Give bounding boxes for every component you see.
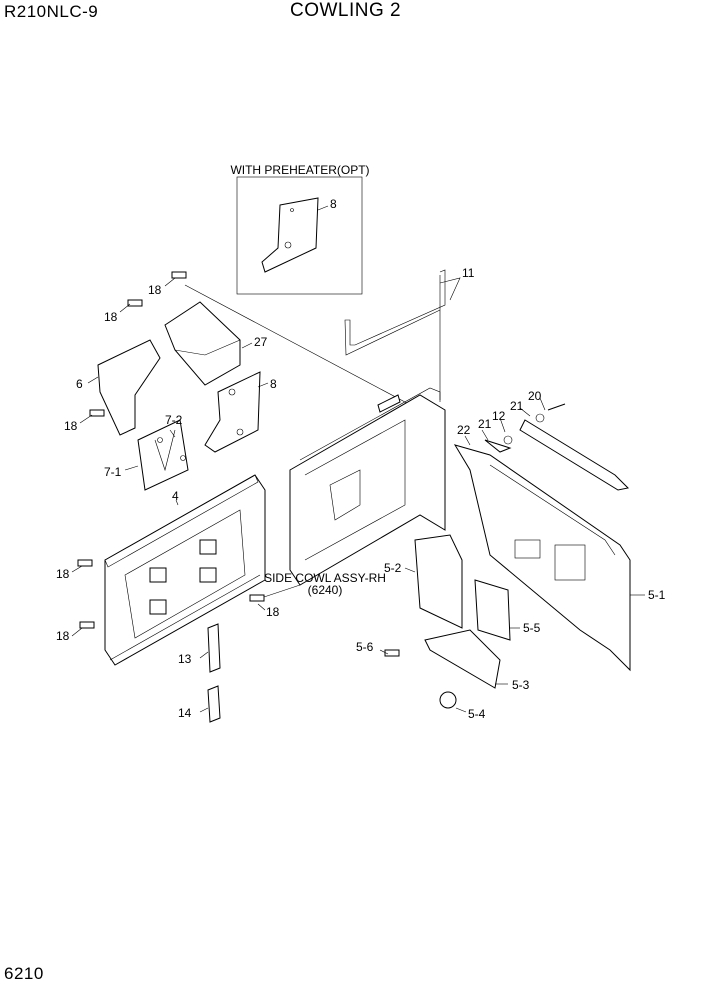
reference-line2: (6240)	[308, 583, 343, 597]
callout: 21	[510, 399, 524, 413]
callout: 18	[104, 310, 118, 324]
callout: 8	[270, 377, 277, 391]
callout: 22	[457, 423, 471, 437]
page-title: COWLING 2	[290, 0, 402, 21]
callout: 6	[76, 377, 83, 391]
guide-line	[184, 284, 421, 411]
cover-27	[164, 301, 241, 386]
callout: 5-2	[384, 561, 402, 575]
leader-lines	[71, 277, 645, 713]
pad-5-2	[414, 534, 463, 629]
side-door-4	[104, 474, 266, 666]
inset-bracket	[261, 197, 319, 273]
callout: 18	[56, 629, 70, 643]
inset-frame	[236, 176, 363, 295]
callout: 11	[462, 266, 475, 280]
callout: 5-6	[356, 640, 374, 654]
callout: 4	[172, 489, 179, 503]
callout: 5-1	[648, 588, 666, 602]
pin-22	[484, 439, 512, 453]
callout: 18	[148, 283, 162, 297]
side-panel-5-1	[453, 444, 631, 672]
side-cowl-frame	[289, 387, 446, 586]
model-code: R210NLC-9	[4, 2, 99, 21]
callout: 12	[492, 409, 506, 423]
stay-20	[519, 419, 630, 491]
inset-part-label: 8	[330, 197, 337, 211]
pad-5-5	[474, 579, 511, 641]
plate-6	[97, 339, 161, 436]
callout: 7-1	[104, 465, 122, 479]
callout: 21	[478, 417, 492, 431]
page-number: 6210	[4, 964, 44, 983]
callout: 5-4	[468, 707, 486, 721]
preheater-inset: WITH PREHEATER(OPT) 8	[230, 163, 370, 295]
pad-5-3	[424, 629, 501, 689]
callout: 5-5	[523, 621, 541, 635]
reference-line1: SIDE COWL ASSY-RH	[264, 571, 386, 585]
washer-21	[535, 413, 545, 423]
callout: 20	[528, 389, 542, 403]
callout: 18	[64, 419, 78, 433]
callout-labels: 18 18 27 6 8 18 7-2 7-1 4 11 20 21 12 21…	[56, 266, 666, 721]
washer-12	[503, 435, 513, 445]
callout: 18	[266, 605, 280, 619]
callout: 18	[56, 567, 70, 581]
callout: 7-2	[165, 413, 183, 427]
bracket-7-1	[137, 419, 189, 491]
callout: 14	[178, 706, 192, 720]
callout: 13	[178, 652, 192, 666]
hinge-14	[207, 685, 221, 723]
hinge-13	[207, 623, 221, 673]
bolt-5-6	[384, 649, 400, 657]
plate-8	[204, 371, 261, 453]
bolt-20	[547, 403, 566, 411]
callout: 27	[254, 335, 268, 349]
stay-rod-11	[344, 269, 446, 356]
plug-5-4	[439, 691, 457, 709]
clip-7-2	[154, 429, 176, 472]
callout: 5-3	[512, 678, 530, 692]
bolts-18	[77, 271, 400, 657]
inset-caption: WITH PREHEATER(OPT)	[230, 163, 369, 177]
